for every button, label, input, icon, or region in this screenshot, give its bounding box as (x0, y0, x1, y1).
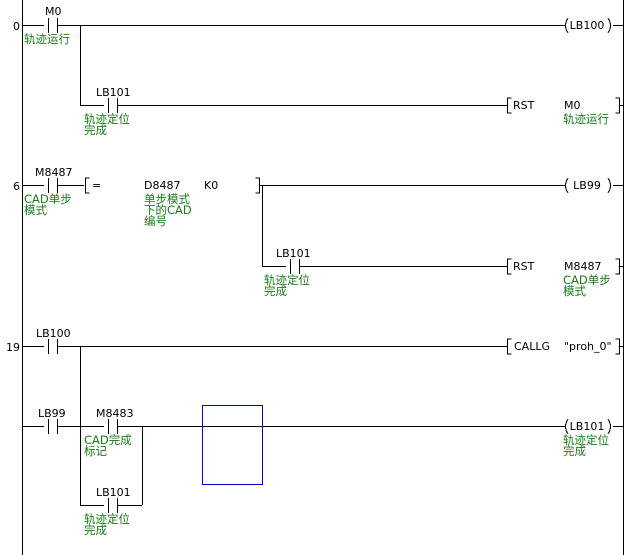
coil-lb101-device[interactable]: LB101 (569, 420, 605, 433)
rung-number: 6 (13, 180, 20, 193)
coil-lb101-right (607, 418, 611, 435)
contact-m8487-device[interactable]: M8487 (35, 166, 73, 179)
rst-m0-device[interactable]: M0 (564, 99, 581, 112)
contact-m0-device[interactable]: M0 (45, 5, 62, 18)
coil-lb100-right (607, 17, 611, 34)
coil-lb100-left (565, 17, 569, 34)
contact-m8483-comment: CAD完成 标记 (84, 433, 132, 458)
compare-operand2[interactable]: K0 (204, 179, 219, 192)
callg-bracket-left (507, 338, 512, 355)
contact-lb101-b-comment: 轨迹定位 完成 (264, 273, 310, 298)
rst-m8487-instruction[interactable]: RST (513, 260, 535, 273)
coil-lb99-device[interactable]: LB99 (573, 179, 601, 192)
contact-m0-comment: 轨迹运行 (24, 32, 70, 46)
coil-lb101-left (565, 418, 569, 435)
contact-m8483-device[interactable]: M8483 (96, 407, 134, 420)
rst-m8487-bracket-right (615, 258, 620, 275)
rst-m8487-device[interactable]: M8487 (564, 260, 602, 273)
rst-m0-instruction[interactable]: RST (513, 99, 535, 112)
compare-bracket-right (255, 177, 260, 194)
coil-lb99-right (607, 177, 611, 194)
selection-cursor (202, 405, 263, 485)
contact-lb101-a-device[interactable]: LB101 (96, 86, 131, 99)
callg-argument[interactable]: "proh_0" (564, 340, 612, 353)
contact-lb101-c-comment: 轨迹定位 完成 (84, 512, 130, 537)
rst-m8487-bracket-left (507, 258, 512, 275)
coil-lb99-left (565, 177, 569, 194)
callg-instruction[interactable]: CALLG (514, 340, 550, 353)
compare-operand1[interactable]: D8487 (144, 179, 181, 192)
contact-lb101-b-device[interactable]: LB101 (276, 247, 311, 260)
compare-operator[interactable]: = (92, 179, 102, 192)
rst-m0-bracket-right (615, 97, 620, 114)
contact-lb99-device[interactable]: LB99 (38, 407, 66, 420)
rung-number: 19 (6, 341, 20, 354)
callg-bracket-right (615, 338, 620, 355)
contact-m8487-comment: CAD单步 模式 (24, 192, 72, 217)
rst-m8487-comment: CAD单步 模式 (563, 273, 611, 298)
rst-m0-bracket-left (507, 97, 512, 114)
coil-lb100-device[interactable]: LB100 (569, 19, 605, 32)
contact-lb101-a-comment: 轨迹定位 完成 (84, 112, 130, 137)
rung-number: 0 (13, 20, 20, 33)
compare-bracket-left (85, 177, 90, 194)
coil-lb101-comment: 轨迹定位 完成 (563, 433, 609, 458)
contact-lb101-c-device[interactable]: LB101 (96, 486, 131, 499)
compare-operand1-comment: 单步模式 下的CAD 编号 (144, 192, 192, 228)
contact-lb100-device[interactable]: LB100 (36, 327, 71, 340)
rst-m0-comment: 轨迹运行 (563, 112, 609, 126)
